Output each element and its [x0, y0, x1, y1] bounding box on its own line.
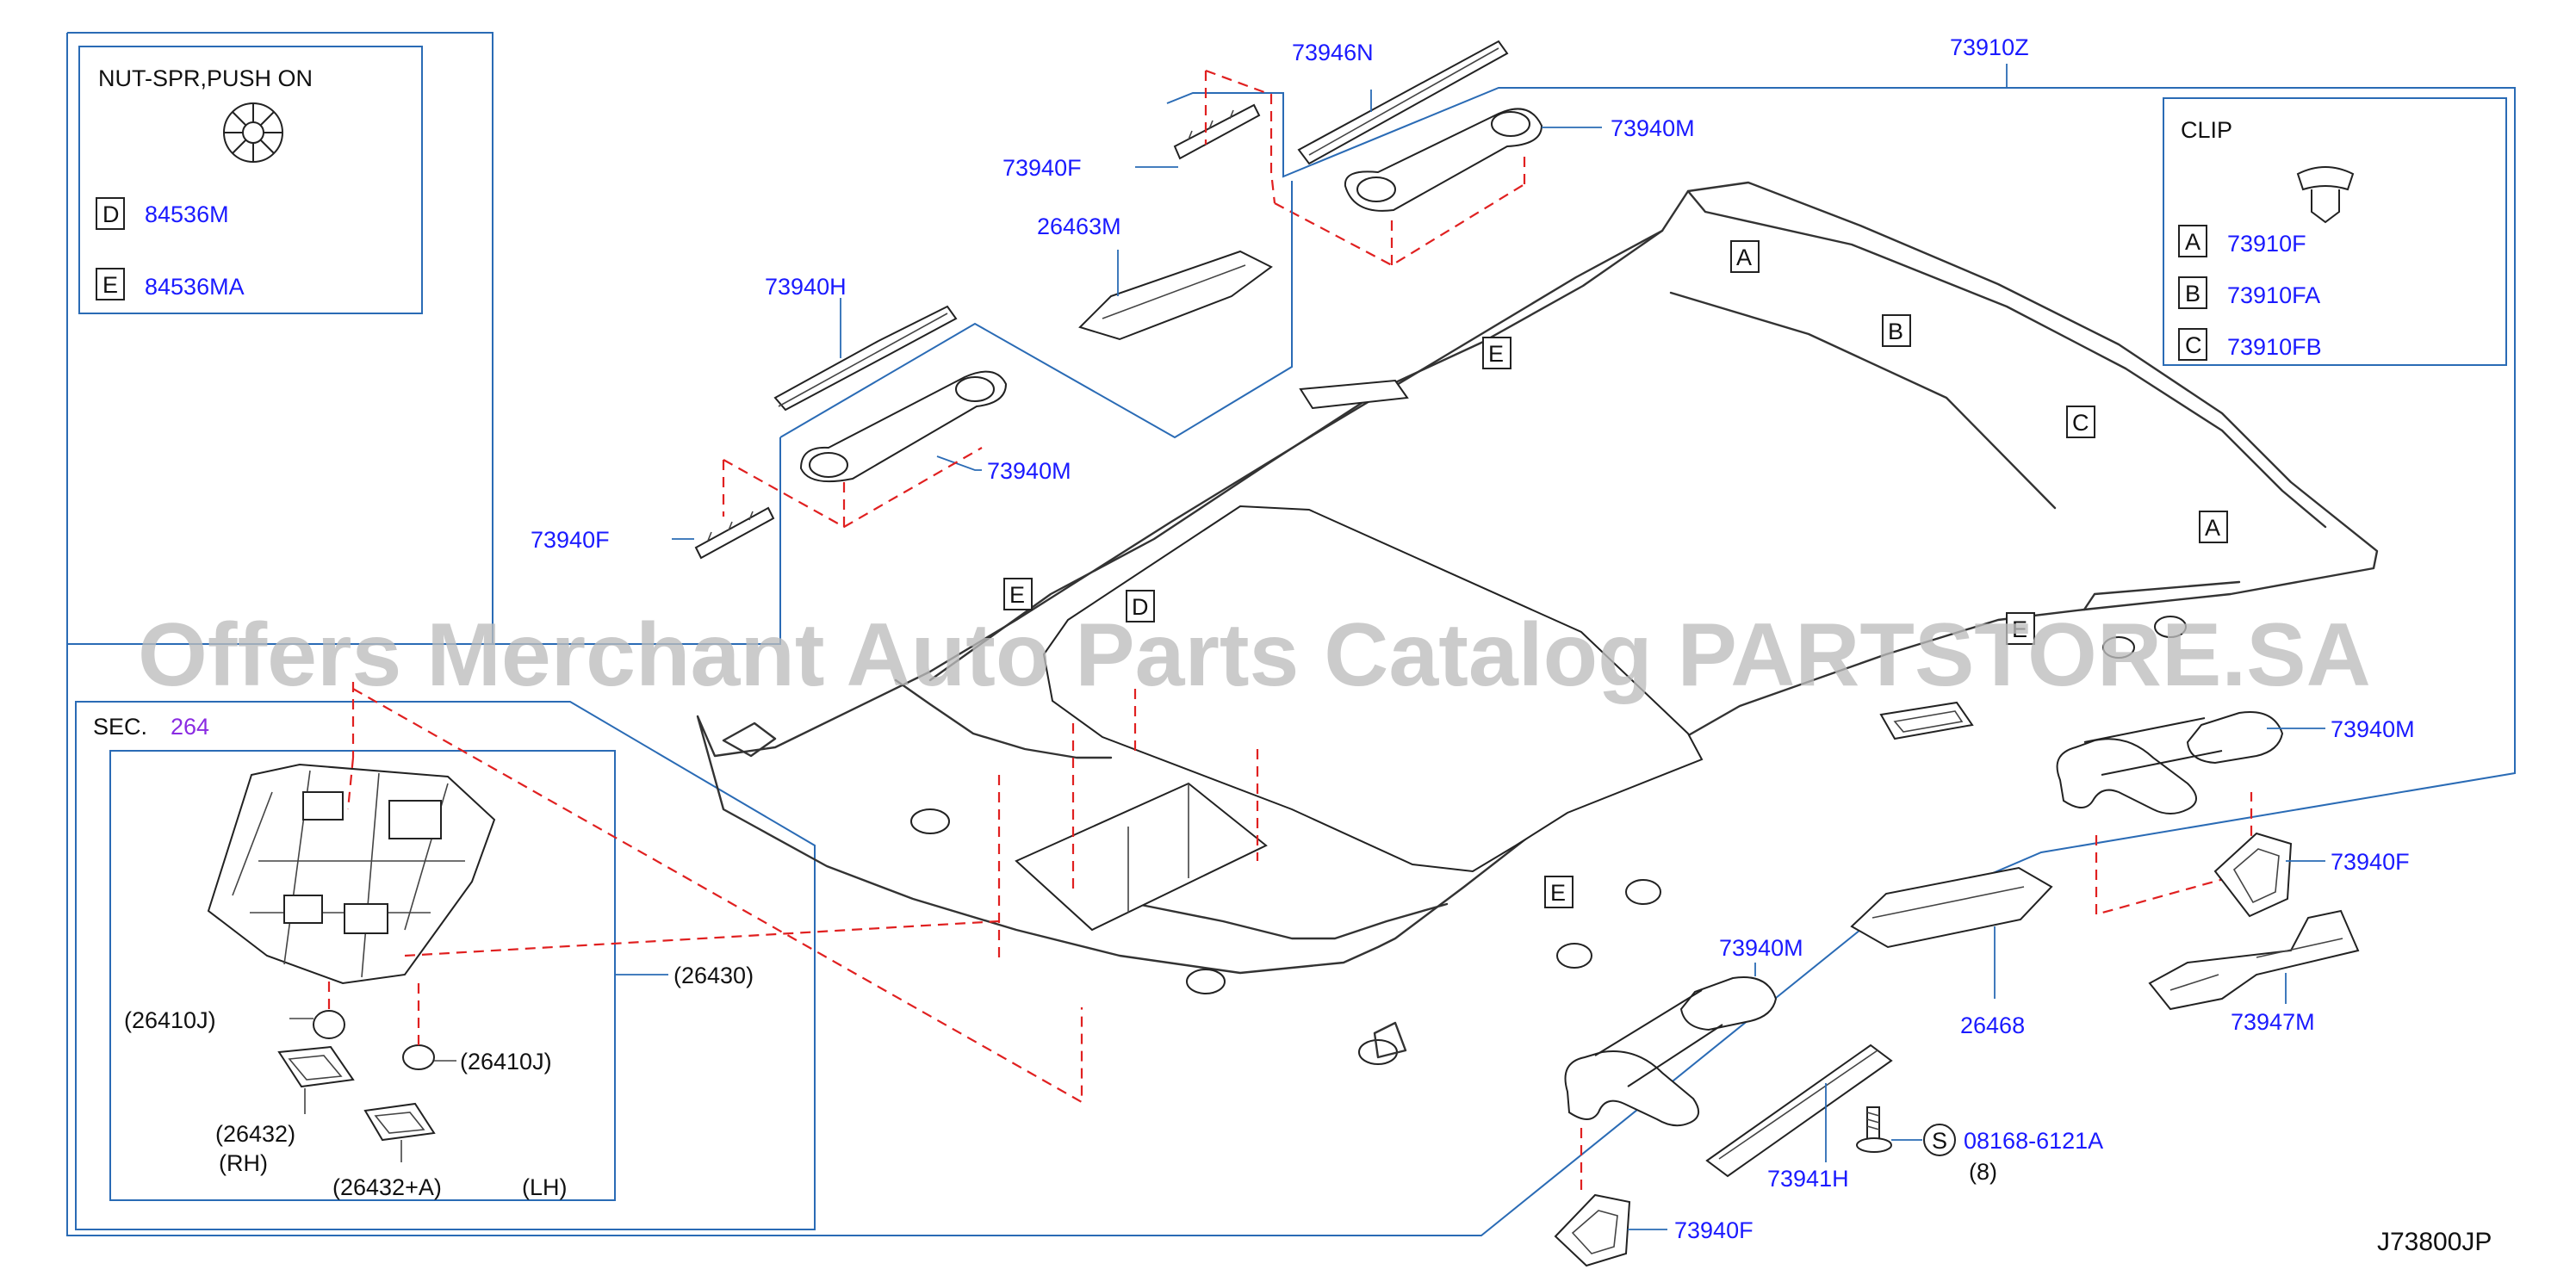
callout-73910Z[interactable]: 73910Z — [1950, 34, 2029, 60]
part-73940F-right — [2213, 832, 2293, 918]
frame-outline — [66, 32, 2516, 1236]
callout-73940M-right[interactable]: 73940M — [2331, 716, 2415, 742]
sec-part-bulb-1[interactable]: (26410J) — [124, 1007, 216, 1033]
nut-letter-e: E — [102, 272, 118, 298]
marker-e-4: E — [2012, 616, 2027, 642]
screw-icon — [1856, 1106, 1892, 1153]
nut-inset-title: NUT-SPR,PUSH ON — [98, 65, 313, 91]
callout-73940F-left[interactable]: 73940F — [531, 527, 610, 553]
marker-a-side: A — [2205, 515, 2220, 541]
part-73946N — [1297, 40, 1509, 165]
sec-assembly-label[interactable]: (26430) — [673, 963, 754, 988]
clip-letter-a: A — [2185, 229, 2200, 255]
clip-inset: CLIP A 73910F B 73910FA C 73910FB — [2163, 97, 2507, 366]
sec-part-bulb-2[interactable]: (26410J) — [460, 1049, 552, 1075]
sunroof-opening — [1042, 505, 1704, 873]
headliner-assembly: A B C A E E D E E — [696, 181, 2379, 1065]
callout-73940F-top[interactable]: 73940F — [1002, 155, 1082, 181]
nut-part-e[interactable]: 84536MA — [145, 274, 245, 300]
part-73940M-top — [1344, 108, 1543, 212]
callout-73940F-bottom[interactable]: 73940F — [1674, 1217, 1754, 1243]
part-73947M — [2148, 909, 2360, 1011]
nut-part-d[interactable]: 84536M — [145, 201, 229, 227]
part-73940M-right — [2056, 711, 2284, 814]
callout-73940M-left[interactable]: 73940M — [987, 458, 1071, 484]
callout-73940F-right[interactable]: 73940F — [2331, 849, 2410, 875]
clip-part-a[interactable]: 73910F — [2227, 231, 2306, 257]
part-73940M-bottom — [1564, 976, 1778, 1127]
part-26468 — [1850, 866, 2053, 999]
callout-73940M-bottom[interactable]: 73940M — [1719, 935, 1803, 961]
front-pad-cutout — [1879, 701, 1974, 740]
part-73940F-bottom — [1554, 1193, 1631, 1267]
watermark-text: Offers Merchant Auto Parts Catalog PARTS… — [138, 605, 2371, 705]
clip-part-b[interactable]: 73910FA — [2227, 282, 2320, 308]
lens-lh — [363, 1102, 436, 1142]
marker-e-2: E — [1009, 582, 1025, 608]
callout-73946N[interactable]: 73946N — [1292, 40, 1374, 65]
marker-d: D — [1132, 594, 1149, 620]
sec-part-lh: (LH) — [522, 1174, 568, 1200]
sec-part-lens[interactable]: (26432) — [215, 1121, 295, 1147]
callout-73941H[interactable]: 73941H — [1767, 1166, 1849, 1192]
nut-inset: NUT-SPR,PUSH ON D 84536M E 84536MA — [78, 46, 423, 314]
sec-part-rh: (RH) — [219, 1150, 268, 1176]
sec-number[interactable]: 264 — [171, 714, 209, 740]
lens-rh — [277, 1045, 355, 1088]
part-73941H — [1705, 1044, 1893, 1178]
callout-08168-letter: S — [1932, 1128, 1947, 1154]
bulb-icon — [313, 1010, 345, 1039]
callout-73940M-top[interactable]: 73940M — [1611, 115, 1695, 141]
callout-08168[interactable]: 08168-6121A — [1964, 1128, 2103, 1154]
marker-c: C — [2072, 410, 2089, 436]
push-nut-icon — [223, 102, 283, 163]
bulb-icon — [402, 1044, 435, 1070]
sec-title: SEC. — [93, 714, 147, 740]
clip-letter-c: C — [2185, 332, 2202, 358]
map-lamp-assembly — [207, 763, 496, 985]
callout-73947M[interactable]: 73947M — [2231, 1009, 2315, 1035]
sec-part-lens-a[interactable]: (26432+A) — [332, 1174, 442, 1200]
nut-letter-d: D — [102, 201, 120, 227]
clip-icon — [2296, 166, 2355, 224]
callout-26463M[interactable]: 26463M — [1037, 214, 1121, 239]
sec-inset: SEC. 264 (26430) (26410J) (26410J) (2643… — [75, 701, 816, 1230]
clip-letter-b: B — [2185, 281, 2200, 307]
callout-08168-qty: (8) — [1969, 1159, 1997, 1185]
callout-73940H[interactable]: 73940H — [765, 274, 847, 300]
marker-b: B — [1888, 319, 1903, 344]
rear-pad-cutout — [1299, 379, 1409, 410]
part-73940H — [773, 298, 958, 412]
clip-part-c[interactable]: 73910FB — [2227, 334, 2322, 360]
callout-26468[interactable]: 26468 — [1960, 1013, 2025, 1038]
clip-inset-title: CLIP — [2181, 117, 2232, 143]
screw-letter-badge — [1923, 1124, 1956, 1156]
marker-e-1: E — [1488, 341, 1504, 367]
part-73940M-left — [799, 370, 1008, 483]
marker-a-front: A — [1736, 245, 1752, 270]
part-73940F-top — [1173, 103, 1261, 160]
diagram-code: J73800JP — [2377, 1228, 2492, 1256]
marker-e-3: E — [1550, 880, 1566, 906]
lamp-cutout — [1015, 782, 1268, 932]
part-73940F-left — [694, 506, 775, 560]
part-26463M — [1078, 250, 1273, 341]
